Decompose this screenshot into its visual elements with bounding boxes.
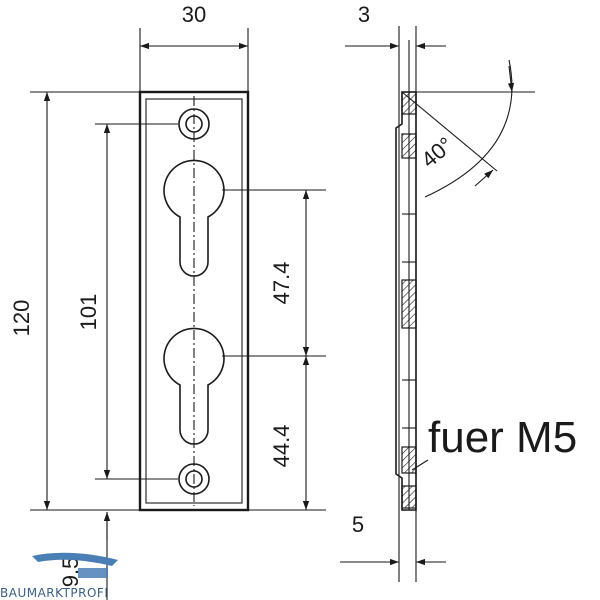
angle-arc — [424, 59, 513, 198]
upper-cylinder-cutout — [163, 159, 225, 277]
side-view: 3 5 40° fuer M5 — [340, 2, 577, 582]
angle-arrow-upper — [507, 65, 515, 93]
hatch-middle — [401, 279, 417, 329]
bottom-screw-hole — [178, 463, 210, 495]
dim-bottom-offset-label: 44.4 — [269, 425, 294, 468]
hatch-upper — [401, 133, 417, 159]
dim-hole-spacing-label: 101 — [76, 294, 101, 331]
lower-cylinder-cutout — [163, 327, 225, 445]
front-view: 30 120 101 47.4 44.4 9.5 — [9, 2, 326, 600]
watermark-logo-block — [78, 568, 108, 578]
hatch-bottom — [401, 485, 417, 509]
note-label: fuer M5 — [428, 413, 577, 462]
watermark: BAUMARKTPROFI — [0, 552, 118, 600]
angle-arrow-lower — [474, 169, 494, 187]
dim-cylinder-spacing-label: 47.4 — [269, 262, 294, 305]
watermark-logo-swoosh — [32, 552, 118, 566]
dim-lip-label: 5 — [352, 512, 364, 537]
watermark-text: BAUMARKTPROFI — [0, 586, 108, 600]
dim-width-label: 30 — [182, 2, 206, 27]
hatch-top-bevel — [401, 91, 417, 115]
dim-height-label: 120 — [9, 300, 34, 337]
top-screw-hole — [178, 108, 210, 140]
dim-thickness-label: 3 — [358, 2, 370, 27]
side-profile — [395, 91, 417, 511]
hatch-lower — [401, 446, 417, 474]
angle-ref-diagonal — [401, 91, 498, 172]
angle-label: 40° — [416, 132, 458, 173]
note-leader — [411, 459, 429, 471]
